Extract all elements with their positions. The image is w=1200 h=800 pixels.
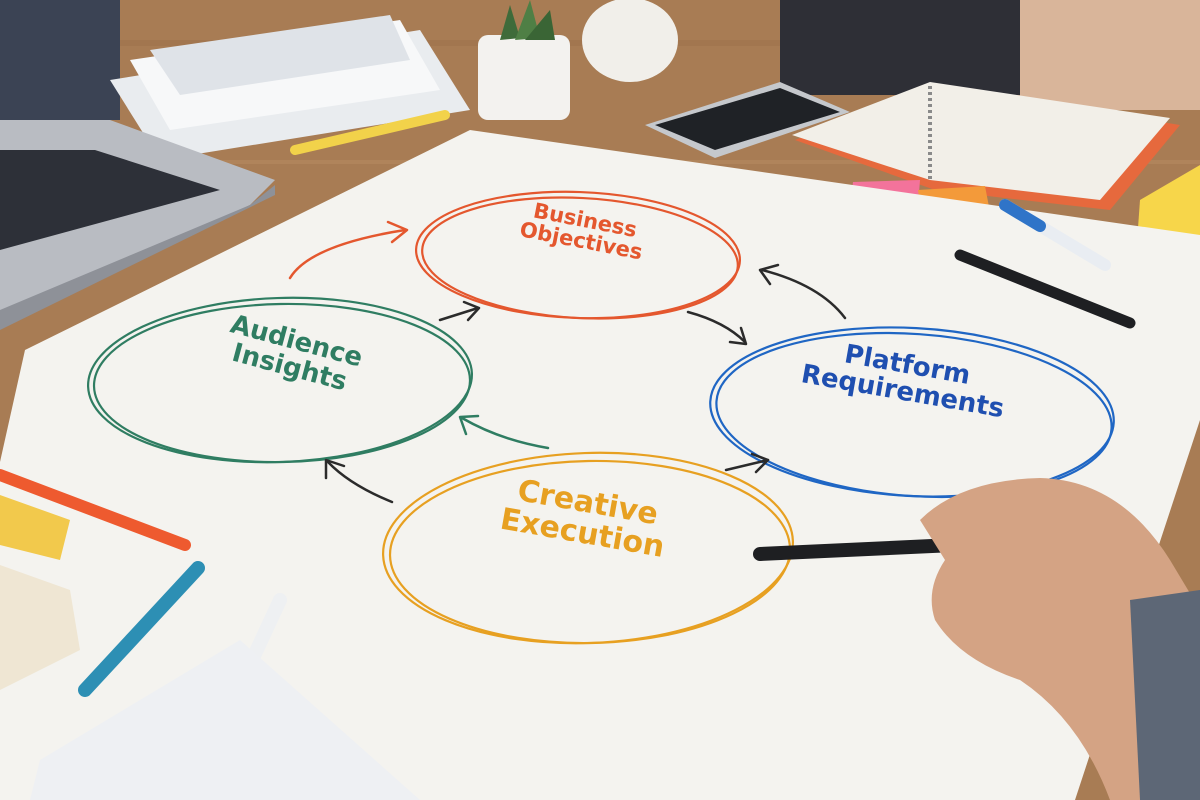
yellow-pencil (290, 110, 450, 155)
smartphone (645, 82, 850, 158)
person-left-shirt (0, 0, 120, 120)
laptop (0, 120, 275, 330)
arrow-platform-to-business (758, 263, 847, 320)
person-right-arm (1020, 0, 1200, 110)
potted-plant (478, 0, 570, 120)
small-notebook (0, 565, 80, 690)
business-objectives-circle (414, 190, 742, 320)
arrow-creative-to-audience-2 (324, 458, 394, 504)
audience-insights-circle (86, 296, 474, 464)
platform-requirements-circle (709, 326, 1115, 499)
arrow-business-to-platform (686, 310, 748, 346)
yellow-sticky-note-left (0, 495, 70, 560)
arrow-creative-to-platform (724, 452, 770, 474)
arrow-audience-to-business (288, 220, 409, 280)
papers-stack (110, 15, 470, 160)
spiral-notebook (792, 82, 1180, 210)
teal-marker (78, 561, 205, 697)
arrow-audience-to-business-2 (438, 300, 481, 322)
orange-pencil (0, 469, 191, 551)
coffee-cup (582, 0, 678, 82)
person-right-shirt (780, 0, 1040, 95)
black-pen (954, 249, 1136, 329)
hand-with-pen (753, 478, 1200, 800)
arrow-creative-to-audience-1 (458, 414, 550, 450)
document-bottom (30, 640, 420, 800)
blue-pen (999, 199, 1111, 271)
